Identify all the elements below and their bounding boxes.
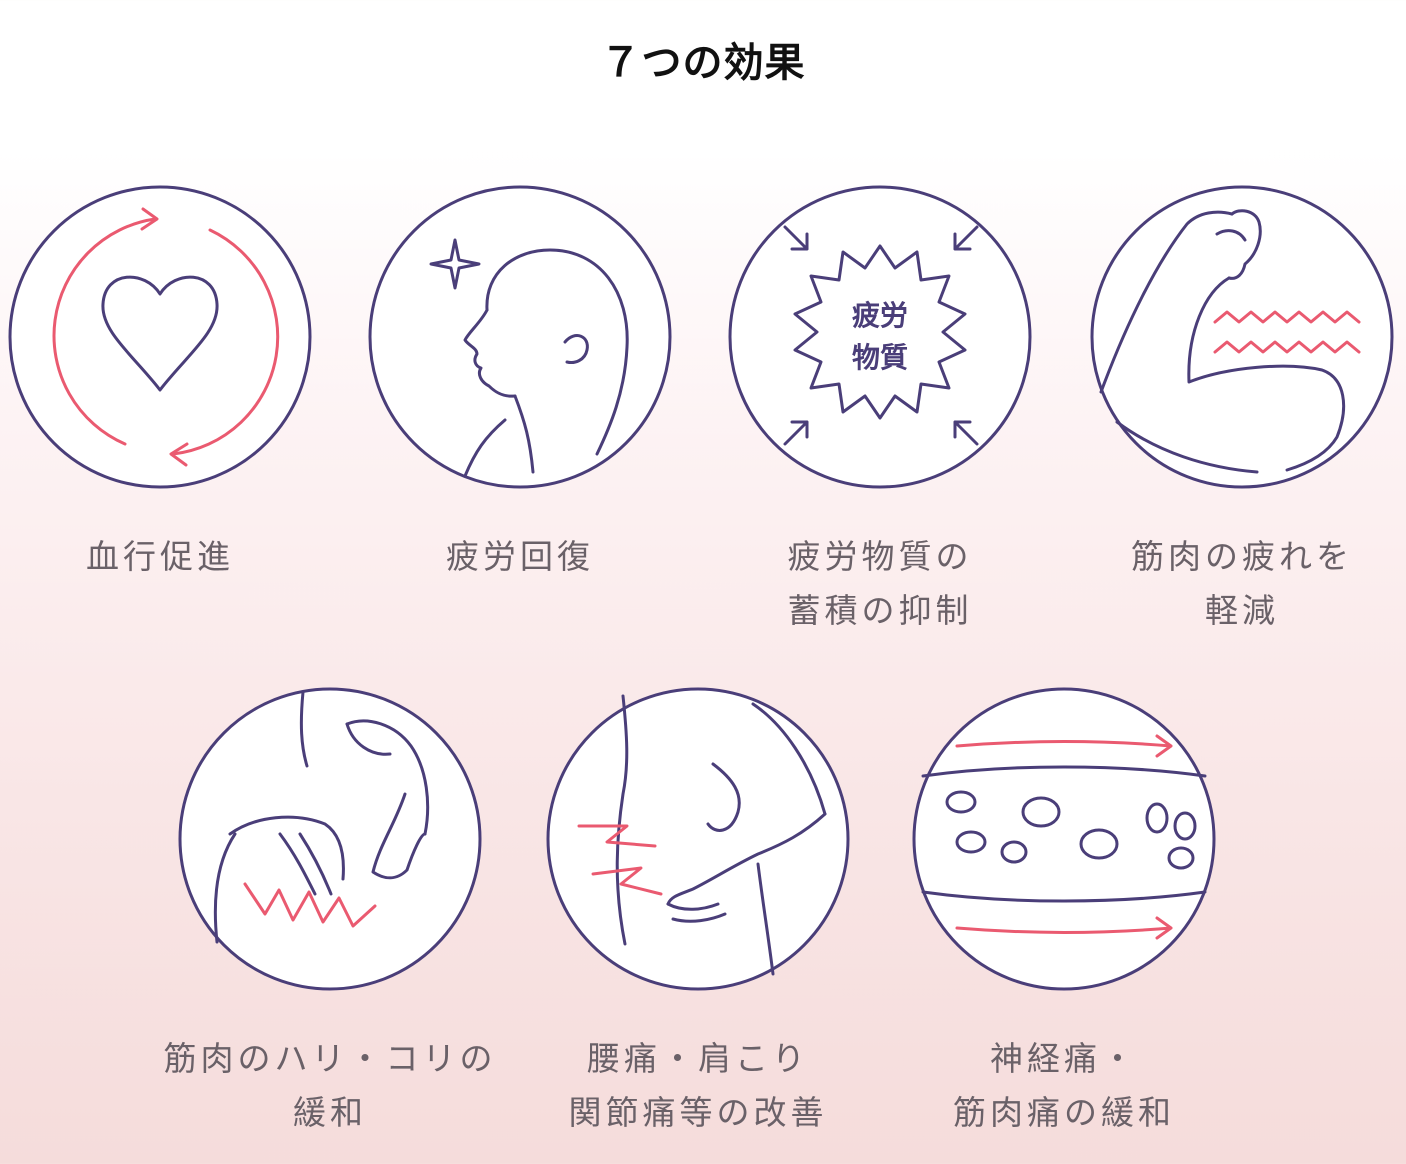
badge-line-2: 物質 (852, 341, 908, 374)
effect-muscle-fatigue: 筋肉の疲れを 軽減 (1072, 182, 1406, 638)
effect-caption: 疲労物質の 蓄積の抑制 (787, 537, 973, 630)
effect-caption: 血行促進 (86, 537, 234, 576)
effect-nerve-pain: 神経痛・ 筋肉痛の緩和 (894, 684, 1234, 1140)
page-title: ７つの効果 (600, 40, 806, 86)
shoulder-pain-icon (178, 687, 482, 991)
back-pain-icon (546, 687, 850, 991)
blood-vessel-icon (912, 687, 1216, 991)
effect-caption: 疲労回復 (446, 537, 594, 576)
effect-caption: 神経痛・ 筋肉痛の緩和 (953, 1039, 1175, 1132)
fatigue-substance-burst-icon: 疲労 物質 (728, 185, 1032, 489)
effect-fatigue-substance: 疲労 物質 疲労物質の 蓄積の抑制 (710, 182, 1050, 638)
effect-caption: 腰痛・肩こり 関節痛等の改善 (568, 1039, 828, 1132)
heart-circulation-icon (8, 185, 312, 489)
effect-muscle-stiffness: 筋肉のハリ・コリの 緩和 (160, 684, 500, 1140)
woman-profile-sparkle-icon (368, 185, 672, 489)
effect-fatigue-recovery: 疲労回復 (350, 182, 690, 584)
effect-caption: 筋肉の疲れを 軽減 (1131, 537, 1353, 630)
effect-back-pain: 腰痛・肩こり 関節痛等の改善 (528, 684, 868, 1140)
badge-line-1: 疲労 (852, 299, 908, 332)
effect-blood-circulation: 血行促進 (0, 182, 330, 584)
effect-caption: 筋肉のハリ・コリの 緩和 (163, 1039, 497, 1132)
flexed-arm-icon (1090, 185, 1394, 489)
